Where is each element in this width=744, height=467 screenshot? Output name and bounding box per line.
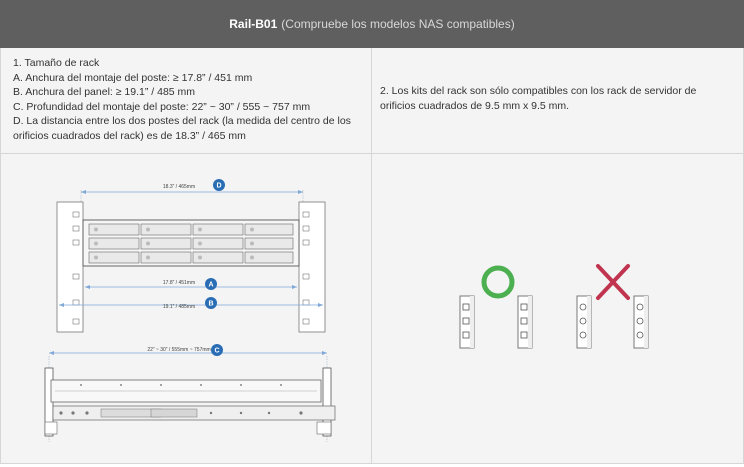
compat-text: 2. Los kits del rack son sólo compatible… (380, 84, 730, 113)
rack-diagram: 18.3” / 465mm D (44, 179, 336, 442)
header-subtitle: (Compruebe los modelos NAS compatibles) (281, 17, 515, 31)
nas-drive-bays (88, 223, 294, 264)
compat-line: orificios cuadrados de 9.5 mm x 9.5 mm. (380, 99, 570, 112)
spec-line: D. La distancia entre los dos postes del… (13, 115, 351, 127)
compat-cell: 2. Los kits del rack son sólo compatible… (372, 48, 744, 154)
rack-front-view: 18.3” / 465mm D (56, 179, 326, 333)
rack-size-text: 1. Tamaño de rack A. Anchura del montaje… (13, 56, 363, 143)
spec-table: 1. Tamaño de rack A. Anchura del montaje… (0, 48, 744, 464)
hole-compat-diagram (459, 264, 649, 349)
badge-a-label: A (208, 282, 213, 289)
compat-line: 2. Los kits del rack son sólo compatible… (380, 85, 697, 97)
badge-d-label: D (216, 183, 221, 190)
hole-compat-cell (372, 154, 744, 464)
rack-side-view: 22” ~ 30” / 555mm ~ 757mm C (44, 344, 336, 442)
dim-c-label: 22” ~ 30” / 555mm ~ 757mm (147, 347, 210, 353)
spec-line: B. Anchura del panel: ≥ 19.1” / 485 mm (13, 86, 196, 98)
rack-post-left (56, 201, 84, 333)
spec-line: orificios cuadrados del rack) es de 18.3… (13, 129, 246, 142)
badge-c (211, 344, 223, 356)
header-title: Rail-B01 (229, 17, 278, 31)
side-post-right (322, 367, 332, 437)
rack-size-cell: 1. Tamaño de rack A. Anchura del montaje… (0, 48, 372, 154)
square-hole-rail-left (459, 295, 475, 349)
badge-c-label: C (214, 348, 219, 355)
square-hole-rail-right (517, 295, 533, 349)
spec-line: A. Anchura del montaje del poste: ≥ 17.8… (13, 71, 253, 84)
round-hole-rail-left (576, 295, 592, 349)
rack-diagram-cell: 18.3” / 465mm D (0, 154, 372, 464)
round-hole-rail-right (633, 295, 649, 349)
rack-post-right (298, 201, 326, 333)
badge-d (213, 179, 225, 191)
cross-bad-icon (596, 264, 630, 300)
badge-b (205, 297, 217, 309)
spec-line: 1. Tamaño de rack (13, 57, 100, 69)
table-header: Rail-B01 (Compruebe los modelos NAS comp… (0, 0, 744, 48)
dim-b-label: 19.1” / 485mm (163, 304, 195, 310)
badge-b-label: B (208, 301, 213, 308)
circle-ok-icon (481, 265, 515, 299)
dim-a-label: 17.8” / 451mm (163, 280, 195, 286)
badge-a (205, 278, 217, 290)
dim-d-label: 18.3” / 465mm (163, 184, 195, 190)
spec-line: C. Profundidad del montaje del poste: 22… (13, 100, 311, 113)
